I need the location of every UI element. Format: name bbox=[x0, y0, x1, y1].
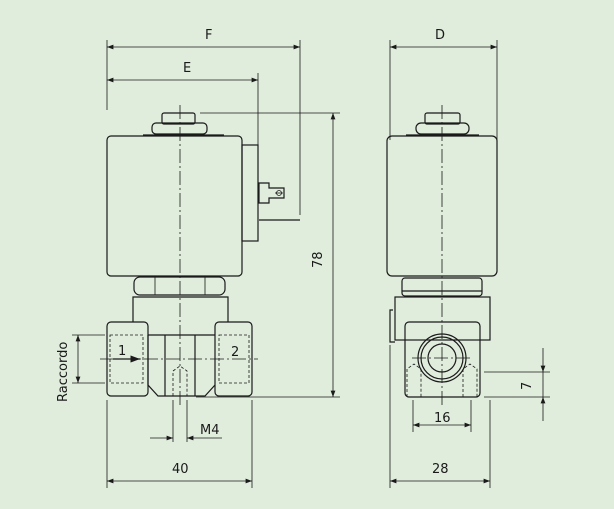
connector bbox=[241, 144, 259, 242]
dim-M4: M4 bbox=[200, 423, 220, 438]
dim-7: 7 bbox=[520, 382, 535, 390]
dim-40: 40 bbox=[172, 462, 189, 477]
dim-28: 28 bbox=[432, 462, 449, 477]
dim-D: D bbox=[435, 28, 445, 43]
dim-raccordo: Raccordo bbox=[56, 342, 71, 402]
dim-E: E bbox=[183, 61, 191, 76]
coil-side bbox=[386, 135, 498, 277]
dim-16: 16 bbox=[434, 411, 451, 426]
port-1-label: 1 bbox=[118, 344, 126, 359]
top-nut bbox=[151, 122, 208, 135]
spade-terminal bbox=[258, 182, 285, 204]
dim-F: F bbox=[205, 28, 212, 43]
side-view: D 16 28 7 bbox=[386, 28, 550, 488]
coil bbox=[106, 135, 243, 277]
lower-nut bbox=[133, 276, 226, 296]
dim-78: 78 bbox=[311, 251, 326, 268]
port-2-label: 2 bbox=[231, 345, 239, 360]
front-view: 1 2 F E 78 Raccordo M4 40 bbox=[56, 28, 340, 488]
top-cap bbox=[161, 112, 196, 125]
